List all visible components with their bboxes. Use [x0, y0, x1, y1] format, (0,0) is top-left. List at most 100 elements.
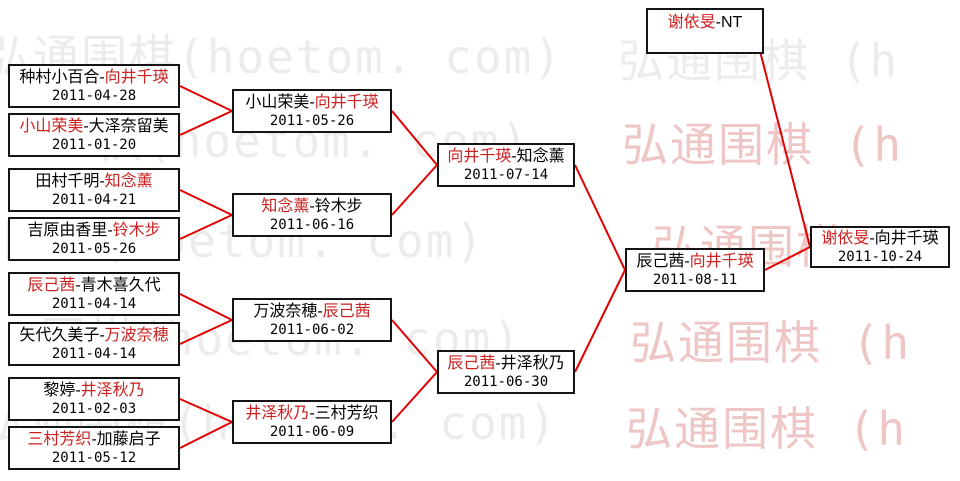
match-date: 2011-05-26 — [51, 240, 137, 257]
match-date: 2011-02-03 — [51, 400, 137, 417]
match-date: 2011-06-09 — [269, 423, 355, 440]
player-loser: 小山荣美 — [245, 93, 310, 111]
watermark-text: 弘通围棋 (h — [630, 316, 912, 370]
match-box-r1-1: 种村小百合-向井千瑛 2011-04-28 — [8, 64, 180, 108]
player-winner: 辰己茜 — [27, 276, 76, 294]
player-winner: 谢依旻 — [821, 229, 870, 247]
match-box-r1-6: 矢代久美子-万波奈穂 2011-04-14 — [8, 322, 180, 366]
player-winner: 万波奈穂 — [104, 326, 169, 344]
match-box-r2-3: 万波奈穂-辰己茜 2011-06-02 — [232, 298, 392, 342]
match-date: 2011-07-14 — [463, 166, 549, 183]
player-loser: 井泽秋乃 — [500, 354, 565, 372]
separator: - — [99, 172, 105, 190]
match-box-r1-4: 吉原由香里-铃木步 2011-05-26 — [8, 217, 180, 261]
player-loser: 青木喜久代 — [80, 276, 161, 294]
match-date: 2011-08-11 — [652, 271, 738, 288]
match-date: 2011-05-26 — [269, 112, 355, 129]
match-players: 田村千明-知念薰 — [35, 172, 152, 191]
match-date: 2011-04-28 — [51, 87, 137, 104]
player-winner: 向井千瑛 — [689, 252, 754, 270]
player-loser: 田村千明 — [35, 172, 100, 190]
match-players: 三村芳织-加藤启子 — [27, 430, 160, 449]
bracket-line — [179, 398, 233, 423]
match-box-r2-1: 小山荣美-向井千瑛 2011-05-26 — [232, 89, 392, 133]
separator: - — [495, 354, 501, 372]
player-winner: 知念薰 — [261, 197, 310, 215]
player-loser: 黎婷 — [43, 381, 76, 399]
match-date: 2011-04-21 — [51, 191, 137, 208]
match-players: 黎婷-井泽秋乃 — [43, 381, 144, 400]
match-players: 谢依旻-NT — [668, 13, 743, 32]
separator: - — [684, 252, 690, 270]
player-winner: 向井千瑛 — [314, 93, 379, 111]
match-date: 2011-05-12 — [51, 449, 137, 466]
separator: - — [83, 117, 89, 135]
match-box-r1-2: 小山荣美-大泽奈留美 2011-01-20 — [8, 113, 180, 157]
match-box-r1-5: 辰己茜-青木喜久代 2011-04-14 — [8, 272, 180, 316]
player-winner: 向井千瑛 — [104, 68, 169, 86]
watermark-text: 弘通围棋 (h — [622, 118, 904, 172]
match-box-r2-2: 知念薰-铃木步 2011-06-16 — [232, 193, 392, 237]
match-players: 向井千瑛-知念薰 — [447, 147, 564, 166]
match-players: 辰己茜-井泽秋乃 — [447, 354, 564, 373]
match-players: 万波奈穂-辰己茜 — [253, 302, 370, 321]
separator: - — [91, 430, 97, 448]
player-loser: 三村芳织 — [314, 404, 379, 422]
bracket-line — [391, 164, 438, 216]
match-box-sf-1: 向井千瑛-知念薰 2011-07-14 — [437, 143, 575, 187]
player-winner: 辰己茜 — [322, 302, 371, 320]
player-winner: 谢依旻 — [667, 14, 716, 31]
bracket-line — [391, 371, 438, 423]
match-players: 辰己茜-青木喜久代 — [27, 276, 160, 295]
bracket-line — [179, 214, 233, 240]
player-loser: NT — [721, 14, 743, 31]
separator: - — [99, 68, 105, 86]
player-winner: 井泽秋乃 — [245, 404, 310, 422]
bracket-line — [391, 319, 438, 373]
match-players: 矢代久美子-万波奈穂 — [19, 326, 168, 345]
match-box-final: 辰己茜-向井千瑛 2011-08-11 — [625, 248, 765, 292]
player-loser: 吉原由香里 — [27, 221, 108, 239]
player-loser: 铃木步 — [314, 197, 363, 215]
bracket-line — [179, 319, 233, 345]
match-box-r1-7: 黎婷-井泽秋乃 2011-02-03 — [8, 377, 180, 421]
match-date: 2011-06-02 — [269, 321, 355, 338]
match-date: 2011-01-20 — [51, 136, 137, 153]
bracket-line — [391, 110, 438, 166]
separator: - — [107, 221, 113, 239]
separator: - — [317, 302, 323, 320]
bracket-line — [759, 50, 811, 248]
match-box-r2-4: 井泽秋乃-三村芳织 2011-06-09 — [232, 400, 392, 444]
separator: - — [309, 404, 315, 422]
player-winner: 三村芳织 — [27, 430, 92, 448]
player-winner: 向井千瑛 — [447, 147, 512, 165]
player-winner: 小山荣美 — [19, 117, 84, 135]
separator: - — [309, 197, 315, 215]
bracket-line — [179, 189, 233, 216]
match-box-title-match: 谢依旻-向井千瑛 2011-10-24 — [810, 226, 950, 268]
match-date: 2011-04-14 — [51, 295, 137, 312]
match-players: 辰己茜-向井千瑛 — [636, 252, 753, 271]
separator: - — [869, 229, 875, 247]
player-loser: 大泽奈留美 — [88, 117, 169, 135]
player-loser: 向井千瑛 — [874, 229, 939, 247]
player-loser: 种村小百合 — [19, 68, 100, 86]
player-loser: 辰己茜 — [636, 252, 685, 270]
match-players: 小山荣美-向井千瑛 — [245, 93, 378, 112]
player-loser: 万波奈穂 — [253, 302, 318, 320]
separator: - — [75, 276, 81, 294]
match-box-r1-8: 三村芳织-加藤启子 2011-05-12 — [8, 426, 180, 470]
player-winner: 井泽秋乃 — [80, 381, 145, 399]
watermark-text: 弘通围棋 (h — [626, 402, 908, 456]
match-date: 2011-10-24 — [837, 248, 923, 265]
separator: - — [99, 326, 105, 344]
player-loser: 知念薰 — [516, 147, 565, 165]
player-loser: 矢代久美子 — [19, 326, 100, 344]
match-players: 种村小百合-向井千瑛 — [19, 68, 168, 87]
bracket-line — [179, 85, 233, 112]
match-box-sf-2: 辰己茜-井泽秋乃 2011-06-30 — [437, 350, 575, 394]
match-players: 吉原由香里-铃木步 — [27, 221, 160, 240]
bracket-line — [179, 421, 233, 449]
separator: - — [511, 147, 517, 165]
player-winner: 知念薰 — [104, 172, 153, 190]
